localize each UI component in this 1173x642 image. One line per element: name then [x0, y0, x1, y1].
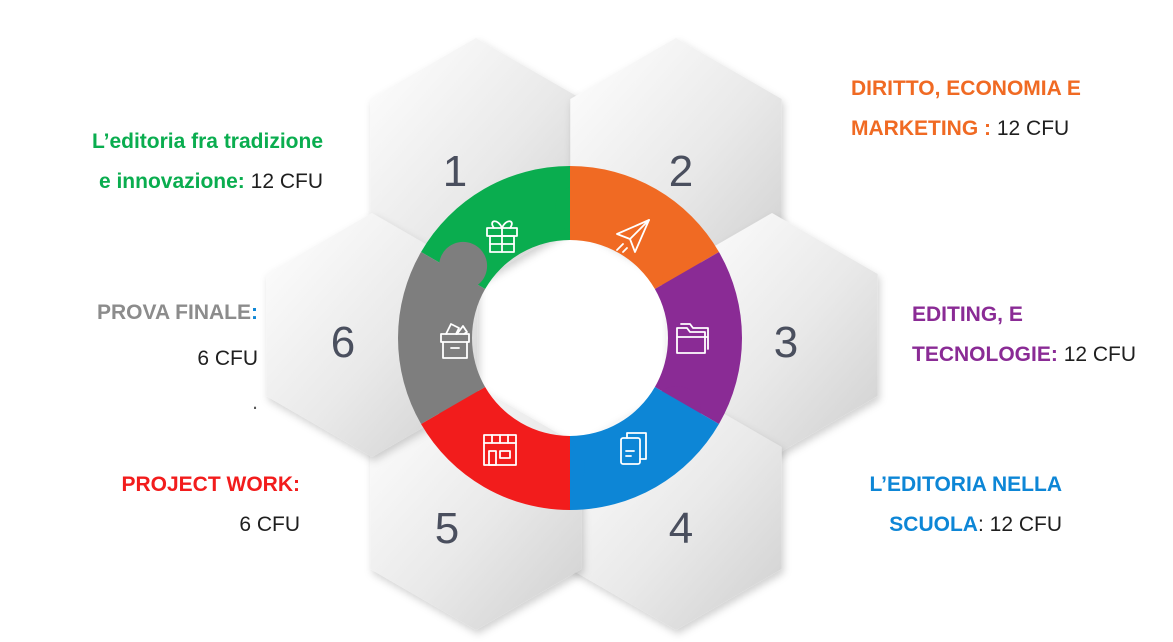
segment-3-cfu: 12 CFU: [1063, 343, 1137, 366]
segment-4-title-line2: SCUOLA: [889, 513, 978, 536]
segment-5-cfu: 6 CFU: [239, 513, 300, 536]
segment-2-cfu: 12 CFU: [996, 117, 1070, 140]
label-segment-3: EDITING, E TECNOLOGIE: 12 CFU: [912, 295, 1136, 375]
segment-6-dot: .: [252, 391, 258, 414]
segment-5-colon: :: [293, 473, 300, 496]
segment-6-title-line1: PROVA FINALE: [96, 301, 251, 324]
segment-6-colon: :: [251, 301, 258, 324]
hexagon-numbers: 1 2 3 4 5 6: [331, 147, 798, 553]
segment-3: [654, 252, 742, 424]
label-segment-1: L’editoria fra tradizione e innovazione:…: [92, 122, 323, 202]
segment-4-title-line1: L’EDITORIA NELLA: [869, 473, 1062, 496]
documents-icon: [620, 432, 647, 465]
segment-1-title-line1: L’editoria fra tradizione: [91, 130, 323, 153]
label-segment-2: DIRITTO, ECONOMIA E MARKETING : 12 CFU: [851, 69, 1081, 149]
folder-icon: [676, 323, 709, 354]
segment-3-title-line2: TECNOLOGIE:: [912, 343, 1058, 366]
segment-4: [570, 387, 719, 510]
segment-3-title-line1: EDITING, E: [912, 303, 1023, 326]
segment-1-title-line2: e innovazione:: [98, 170, 245, 193]
hex-number-2: 2: [669, 147, 693, 196]
segment-4-cfu: 12 CFU: [989, 513, 1062, 536]
hex-number-5: 5: [435, 504, 459, 553]
hex-number-6: 6: [331, 318, 355, 367]
gift-icon: [486, 220, 518, 253]
shop-icon: [483, 434, 517, 466]
segment-5-title-line1: PROJECT WORK: [121, 473, 293, 496]
segment-6-cfu: 6 CFU: [197, 347, 258, 370]
archive-box-icon: [440, 323, 470, 359]
label-segment-4: L’EDITORIA NELLA SCUOLA: 12 CFU: [869, 465, 1062, 545]
segment-ring: [398, 166, 742, 510]
segment-4-colon: :: [977, 513, 984, 536]
label-segment-5: PROJECT WORK: 6 CFU: [121, 465, 300, 545]
segment-1-cfu: 12 CFU: [250, 170, 323, 193]
hex-number-4: 4: [669, 504, 693, 553]
segment-2-title-line1: DIRITTO, ECONOMIA E: [851, 77, 1081, 100]
paper-plane-icon: [616, 219, 650, 253]
hex-number-1: 1: [443, 147, 467, 196]
hex-number-3: 3: [774, 318, 798, 367]
segment-6-knob: [439, 241, 488, 290]
segment-2-title-line2: MARKETING :: [851, 117, 991, 140]
label-segment-6: PROVA FINALE: 6 CFU .: [97, 293, 258, 423]
